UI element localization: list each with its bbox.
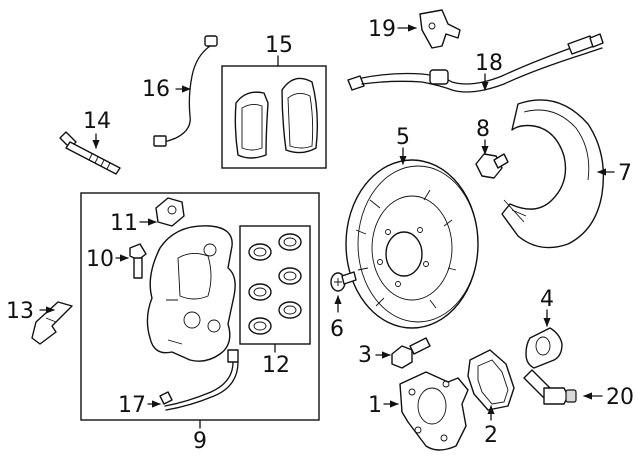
callout-19: 19 xyxy=(368,17,396,42)
brake-pad-set[interactable] xyxy=(221,65,327,169)
callout-15: 15 xyxy=(265,33,293,58)
bleeder-screw[interactable] xyxy=(129,243,147,279)
hose-bracket[interactable] xyxy=(419,9,461,49)
callout-6: 6 xyxy=(330,317,344,342)
callout-17: 17 xyxy=(118,393,146,418)
callout-20: 20 xyxy=(606,385,634,410)
hub-bolt[interactable] xyxy=(391,337,431,369)
brake-caliper[interactable] xyxy=(146,225,236,362)
wheel-bearing[interactable] xyxy=(525,327,563,369)
callout-1: 1 xyxy=(368,393,382,418)
brake-line[interactable] xyxy=(159,349,239,411)
callout-4: 4 xyxy=(540,287,554,312)
callout-13: 13 xyxy=(6,299,34,324)
rotor-screw[interactable] xyxy=(330,271,357,292)
callout-7: 7 xyxy=(618,161,632,186)
bleeder-clip[interactable] xyxy=(155,197,185,227)
callout-18: 18 xyxy=(475,51,503,76)
abs-speed-sensor[interactable] xyxy=(523,369,577,405)
callout-16: 16 xyxy=(142,77,170,102)
callout-10: 10 xyxy=(86,247,114,272)
brake-hose[interactable] xyxy=(347,33,604,93)
seal-kit[interactable] xyxy=(239,225,311,345)
callout-3: 3 xyxy=(358,343,372,368)
callout-2: 2 xyxy=(484,423,498,448)
shield-bolt[interactable] xyxy=(475,153,509,179)
callout-9: 9 xyxy=(193,429,207,454)
callout-12: 12 xyxy=(262,353,290,378)
splash-shield[interactable] xyxy=(501,99,605,249)
callout-5: 5 xyxy=(396,125,410,150)
wheel-hub[interactable] xyxy=(399,371,469,451)
brake-rotor[interactable] xyxy=(345,159,479,329)
hub-gasket[interactable] xyxy=(467,349,515,411)
brake-wear-sensor[interactable] xyxy=(153,35,218,147)
callout-14: 14 xyxy=(83,109,111,134)
mounting-bolt-14[interactable] xyxy=(59,131,121,175)
caliper-clip[interactable] xyxy=(31,301,73,345)
callout-11: 11 xyxy=(110,211,138,236)
callout-8: 8 xyxy=(476,117,490,142)
